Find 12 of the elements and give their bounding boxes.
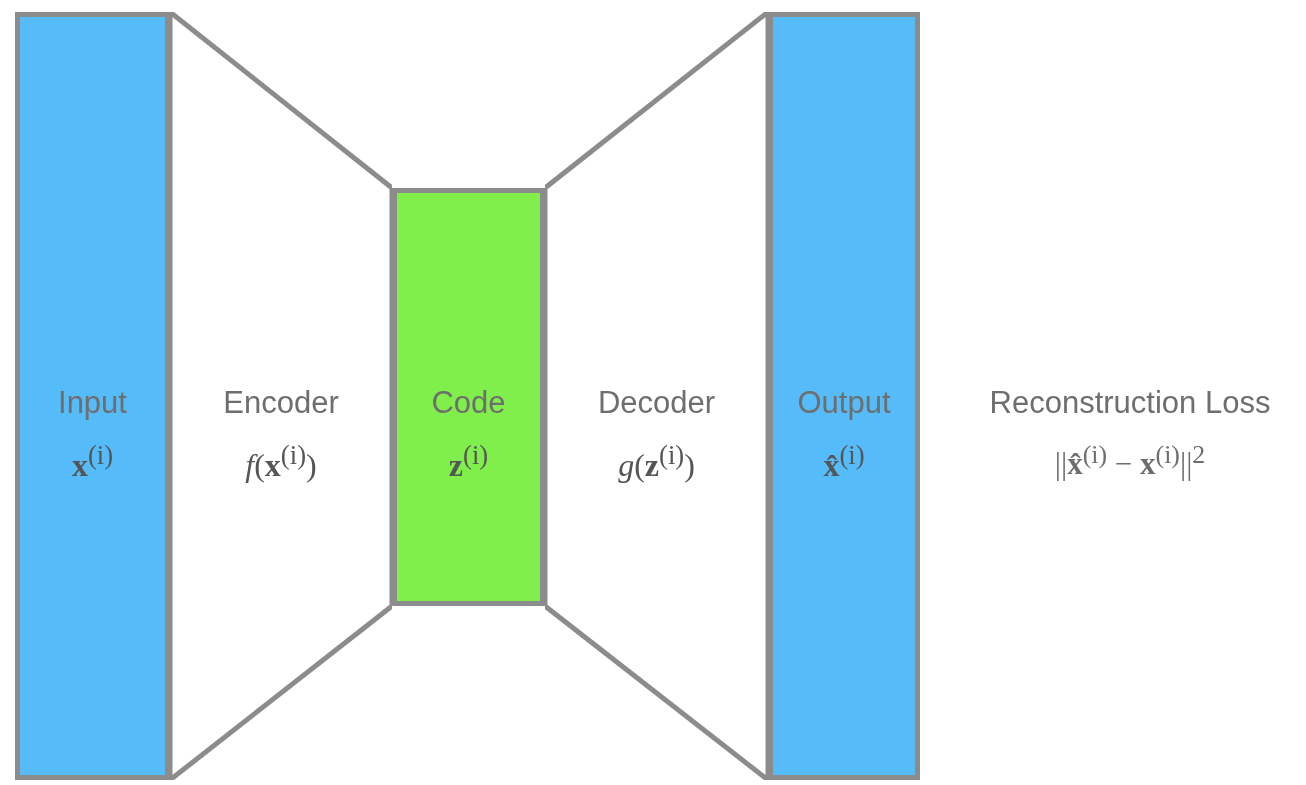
layer-label: Decoder <box>597 385 716 421</box>
layer-label: Input <box>58 385 127 421</box>
math-formula: z$^{(i)}$ <box>448 440 489 484</box>
loss-label: Reconstruction Loss <box>989 385 1271 420</box>
layer-label: Encoder <box>223 385 339 421</box>
layer-label: Code <box>431 385 506 421</box>
math-formula: g(z$^{(i)}$) <box>618 440 695 484</box>
math-formula: x$^{(i)}$ <box>71 440 114 484</box>
layer-label: Output <box>797 385 891 421</box>
math-formula: f(x$^{(i)}$) <box>245 440 317 484</box>
math-formula: x̂$^{(i)}$ <box>823 440 865 484</box>
math-formula: ||x̂$^{(i)}$ − x$^{(i)}$||$^{2}$ <box>1054 446 1206 482</box>
